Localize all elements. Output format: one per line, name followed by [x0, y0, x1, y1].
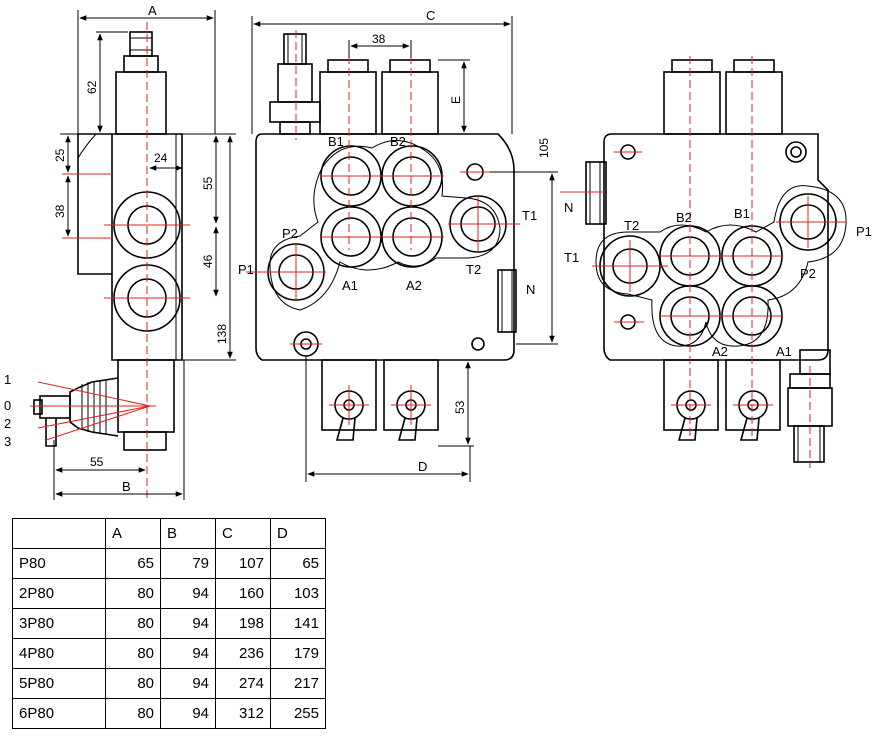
spec-header-d: D: [270, 518, 326, 549]
side-view: A 62 25 24 38 55 46 138 55 B 1 0 2 3: [4, 3, 236, 500]
table-row: 3P80 80 94 198 141: [12, 608, 326, 639]
cell-c: 312: [215, 698, 271, 729]
cell-c: 160: [215, 578, 271, 609]
cell-d: 141: [270, 608, 326, 639]
dim-25-label: 25: [53, 148, 67, 162]
front-port-a1: A1: [342, 278, 358, 293]
cell-model: 2P80: [12, 578, 106, 609]
cell-d: 217: [270, 668, 326, 699]
rear-port-a1: A1: [776, 344, 792, 359]
rear-port-p1: P1: [856, 224, 872, 239]
front-port-b2: B2: [390, 134, 406, 149]
cell-b: 94: [160, 608, 216, 639]
front-view: C 38 E 105 53 D B1 B2 P2 T1 P1 T2 A1 A2 …: [238, 8, 558, 482]
rear-port-t1: T1: [564, 250, 579, 265]
rear-port-p2: P2: [800, 266, 816, 281]
dim-b-label: B: [122, 479, 131, 494]
front-port-n: N: [526, 282, 535, 297]
front-port-t1: T1: [522, 208, 537, 223]
spec-table: A B C D P80 65 79 107 65 2P80 80 94 160 …: [12, 518, 326, 729]
table-row: 6P80 80 94 312 255: [12, 698, 326, 729]
cell-d: 255: [270, 698, 326, 729]
dim-55-horizontal-label: 55: [90, 455, 104, 469]
dim-138-label: 138: [215, 324, 229, 344]
dim-55-vertical-label: 55: [201, 176, 215, 190]
cell-a: 65: [105, 548, 161, 579]
front-port-p1: P1: [238, 262, 254, 277]
dim-53-label: 53: [453, 400, 467, 414]
dim-38-front-label: 38: [372, 32, 386, 46]
cell-a: 80: [105, 668, 161, 699]
cell-c: 274: [215, 668, 271, 699]
dim-105-label: 105: [537, 138, 551, 158]
cell-a: 80: [105, 578, 161, 609]
spec-header-b: B: [160, 518, 216, 549]
spec-header-a: A: [105, 518, 161, 549]
cell-d: 65: [270, 548, 326, 579]
cell-d: 103: [270, 578, 326, 609]
table-row: P80 65 79 107 65: [12, 548, 326, 579]
cell-b: 94: [160, 578, 216, 609]
rear-port-n: N: [564, 200, 573, 215]
dim-d-label: D: [418, 459, 427, 474]
cell-model: P80: [12, 548, 106, 579]
dim-38-side-label: 38: [53, 204, 67, 218]
cell-a: 80: [105, 608, 161, 639]
spec-table-header-row: A B C D: [12, 518, 326, 549]
dim-a-label: A: [148, 3, 157, 18]
front-port-a2: A2: [406, 278, 422, 293]
dim-c-label: C: [426, 8, 435, 23]
cell-a: 80: [105, 698, 161, 729]
cell-model: 3P80: [12, 608, 106, 639]
rear-view: T2 B2 B1 P1 T1 P2 A2 A1 N: [560, 56, 872, 468]
cell-b: 94: [160, 638, 216, 669]
dim-24-label: 24: [154, 151, 168, 165]
cell-c: 236: [215, 638, 271, 669]
dim-e-label: E: [449, 96, 463, 104]
cell-a: 80: [105, 638, 161, 669]
cell-model: 5P80: [12, 668, 106, 699]
dim-46-label: 46: [201, 254, 215, 268]
rear-port-b2: B2: [676, 210, 692, 225]
dim-62-label: 62: [85, 80, 99, 94]
cell-b: 94: [160, 698, 216, 729]
spec-header-c: C: [215, 518, 271, 549]
spec-header-corner: [12, 518, 106, 549]
cell-model: 6P80: [12, 698, 106, 729]
rear-port-t2: T2: [624, 218, 639, 233]
table-row: 5P80 80 94 274 217: [12, 668, 326, 699]
cell-d: 179: [270, 638, 326, 669]
front-port-t2: T2: [466, 262, 481, 277]
cell-c: 198: [215, 608, 271, 639]
rear-port-a2: A2: [712, 344, 728, 359]
lever-position-0: 0: [4, 398, 11, 413]
cell-c: 107: [215, 548, 271, 579]
lever-position-2: 2: [4, 416, 11, 431]
cell-b: 79: [160, 548, 216, 579]
table-row: 4P80 80 94 236 179: [12, 638, 326, 669]
table-row: 2P80 80 94 160 103: [12, 578, 326, 609]
cell-model: 4P80: [12, 638, 106, 669]
lever-position-1: 1: [4, 372, 11, 387]
rear-port-b1: B1: [734, 206, 750, 221]
lever-position-3: 3: [4, 434, 11, 449]
cell-b: 94: [160, 668, 216, 699]
front-port-b1: B1: [328, 134, 344, 149]
front-port-p2: P2: [282, 226, 298, 241]
